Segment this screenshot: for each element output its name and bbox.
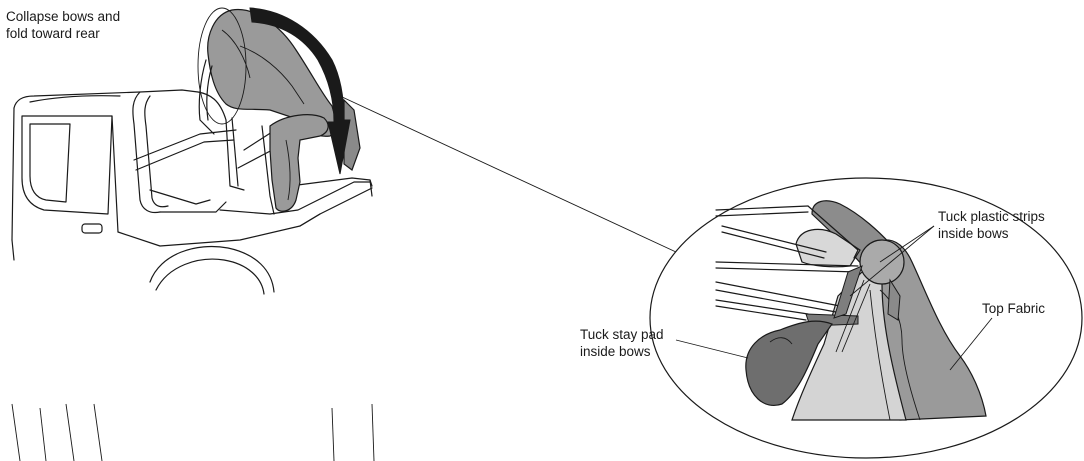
leader-top-fabric (950, 318, 992, 370)
wheel-arch (150, 246, 274, 292)
door-handle (82, 224, 102, 233)
callout-top-fabric: Top Fabric (982, 300, 1045, 317)
callout-tuck-stay-pad: Tuck stay pad inside bows (580, 326, 664, 360)
detail-bow-joint (860, 240, 904, 284)
callout-collapse-bows: Collapse bows and fold toward rear (6, 8, 120, 42)
vehicle (12, 90, 374, 461)
callout-tuck-plastic-strips: Tuck plastic strips inside bows (938, 208, 1045, 242)
detail-leader-line (340, 96, 676, 252)
top-fabric-lower (270, 115, 328, 212)
leader-tuck-stay (676, 340, 748, 358)
